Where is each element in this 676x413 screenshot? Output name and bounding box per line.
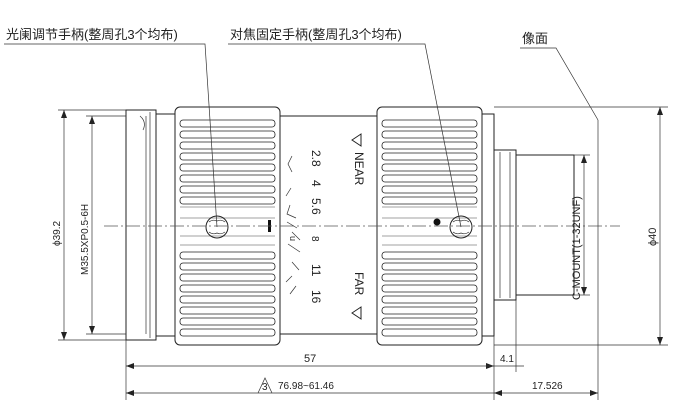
bottom-extension-lines <box>125 300 517 400</box>
far-label: FAR <box>352 272 366 296</box>
callout-leaders <box>4 43 599 228</box>
grip-rib <box>381 163 478 172</box>
near-label: NEAR <box>352 152 366 186</box>
front-diameter-dimension <box>58 109 126 341</box>
grip-rib <box>381 273 478 282</box>
grip-rib <box>179 306 276 315</box>
grip-rib <box>381 185 478 194</box>
grip-rib <box>179 163 276 172</box>
grip-rib <box>381 152 478 161</box>
grip-rib <box>381 328 478 337</box>
f-number-16: 16 <box>309 290 323 304</box>
grip-rib <box>381 130 478 139</box>
grip-rib <box>179 119 276 128</box>
grip-rib <box>381 251 478 260</box>
grip-rib <box>179 152 276 161</box>
focus-handle-hole <box>433 215 473 239</box>
front-diameter-label: ϕ39.2 <box>52 220 63 246</box>
f-number-4: 4 <box>309 180 323 187</box>
grip-rib <box>381 119 478 128</box>
grip-rib <box>179 328 276 337</box>
grip-rib <box>179 317 276 326</box>
aperture-handle-hole <box>205 215 229 239</box>
aperture-scale: 2.8 4 5.6 8 11 16 u <box>285 150 323 304</box>
mount-length-label: 4.1 <box>500 354 514 365</box>
thread-dimension <box>86 115 126 335</box>
grip-rib <box>179 251 276 260</box>
grip-rib <box>381 196 478 205</box>
total-length-label: 76.98~61.46 <box>278 381 334 392</box>
grip-rib <box>381 284 478 293</box>
rear-diameter-label: ϕ40 <box>647 228 659 246</box>
body-length-dimension <box>126 363 494 369</box>
grip-rib <box>179 130 276 139</box>
aperture-handle-grip <box>179 119 276 337</box>
f-number-2-8: 2.8 <box>309 150 323 167</box>
total-length-flag: 3 <box>262 382 268 393</box>
grip-rib <box>381 141 478 150</box>
thread-label: M35.5XP0.5-6H <box>80 204 91 275</box>
f-number-8: 8 <box>309 236 320 242</box>
rear-diameter-dimension <box>494 106 668 346</box>
svg-text:u: u <box>288 236 298 241</box>
flange-distance-dimension <box>494 390 502 396</box>
focus-direction-markings: NEAR FAR <box>351 133 366 320</box>
mount-dimension <box>574 154 590 296</box>
grip-rib <box>381 295 478 304</box>
grip-rib <box>179 295 276 304</box>
grip-rib <box>179 196 276 205</box>
body-length-label: 57 <box>304 353 316 365</box>
aperture-handle-label: 光阑调节手柄(整周孔3个均布) <box>6 27 178 42</box>
f-number-11: 11 <box>309 264 323 277</box>
grip-rib <box>179 284 276 293</box>
focus-handle-label: 对焦固定手柄(整周孔3个均布) <box>230 27 402 42</box>
grip-rib <box>179 185 276 194</box>
grip-rib <box>179 273 276 282</box>
f-number-5-6: 5.6 <box>309 198 323 215</box>
focus-handle-grip <box>381 119 478 337</box>
grip-rib <box>179 174 276 183</box>
grip-rib <box>179 262 276 271</box>
total-length-dimension <box>126 377 598 396</box>
image-plane-label: 像面 <box>522 31 548 46</box>
grip-rib <box>381 317 478 326</box>
grip-rib <box>381 262 478 271</box>
grip-rib <box>381 174 478 183</box>
grip-rib <box>381 306 478 315</box>
grip-rib <box>179 141 276 150</box>
flange-distance-label: 17.526 <box>532 381 563 392</box>
mount-label: C-MOUNT(1-32UNF) <box>571 196 583 300</box>
